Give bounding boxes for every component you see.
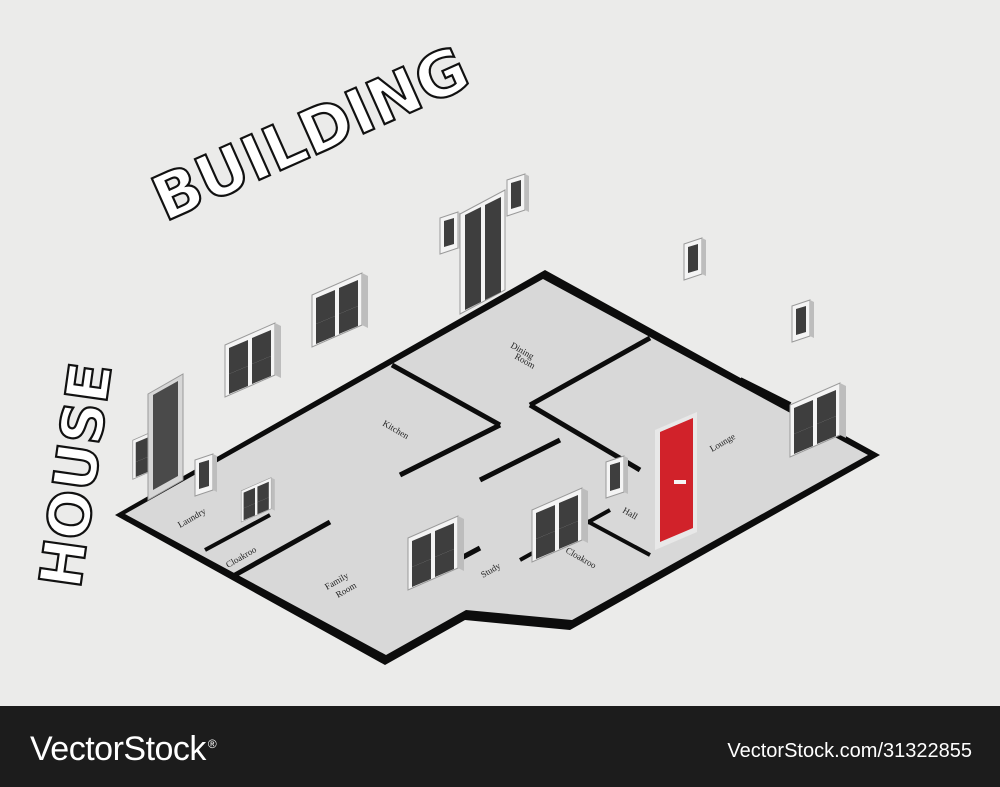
double-door-icon [459,189,506,315]
front-door-icon [655,412,697,550]
title-line1: HOUSE [27,358,126,592]
footer-bar: VectorStock® VectorStock.com/31322855 [0,706,1000,787]
floor-plan: Laundry Cloakroo Kitchen Dining Room Fam… [115,270,880,665]
stock-id[interactable]: VectorStock.com/31322855 [727,740,972,762]
brand-name: VectorStock [30,730,206,768]
brand-logo[interactable]: VectorStock® [30,730,217,769]
title-building: BUILDING [140,31,480,237]
title-house: HOUSE [25,357,126,593]
back-door-icon [147,373,184,501]
house-illustration: HOUSE BUILDING Laundry Cloakroo Kitchen … [25,31,880,665]
title-line2: BUILDING [141,32,479,236]
brand-mark: ® [207,736,217,751]
